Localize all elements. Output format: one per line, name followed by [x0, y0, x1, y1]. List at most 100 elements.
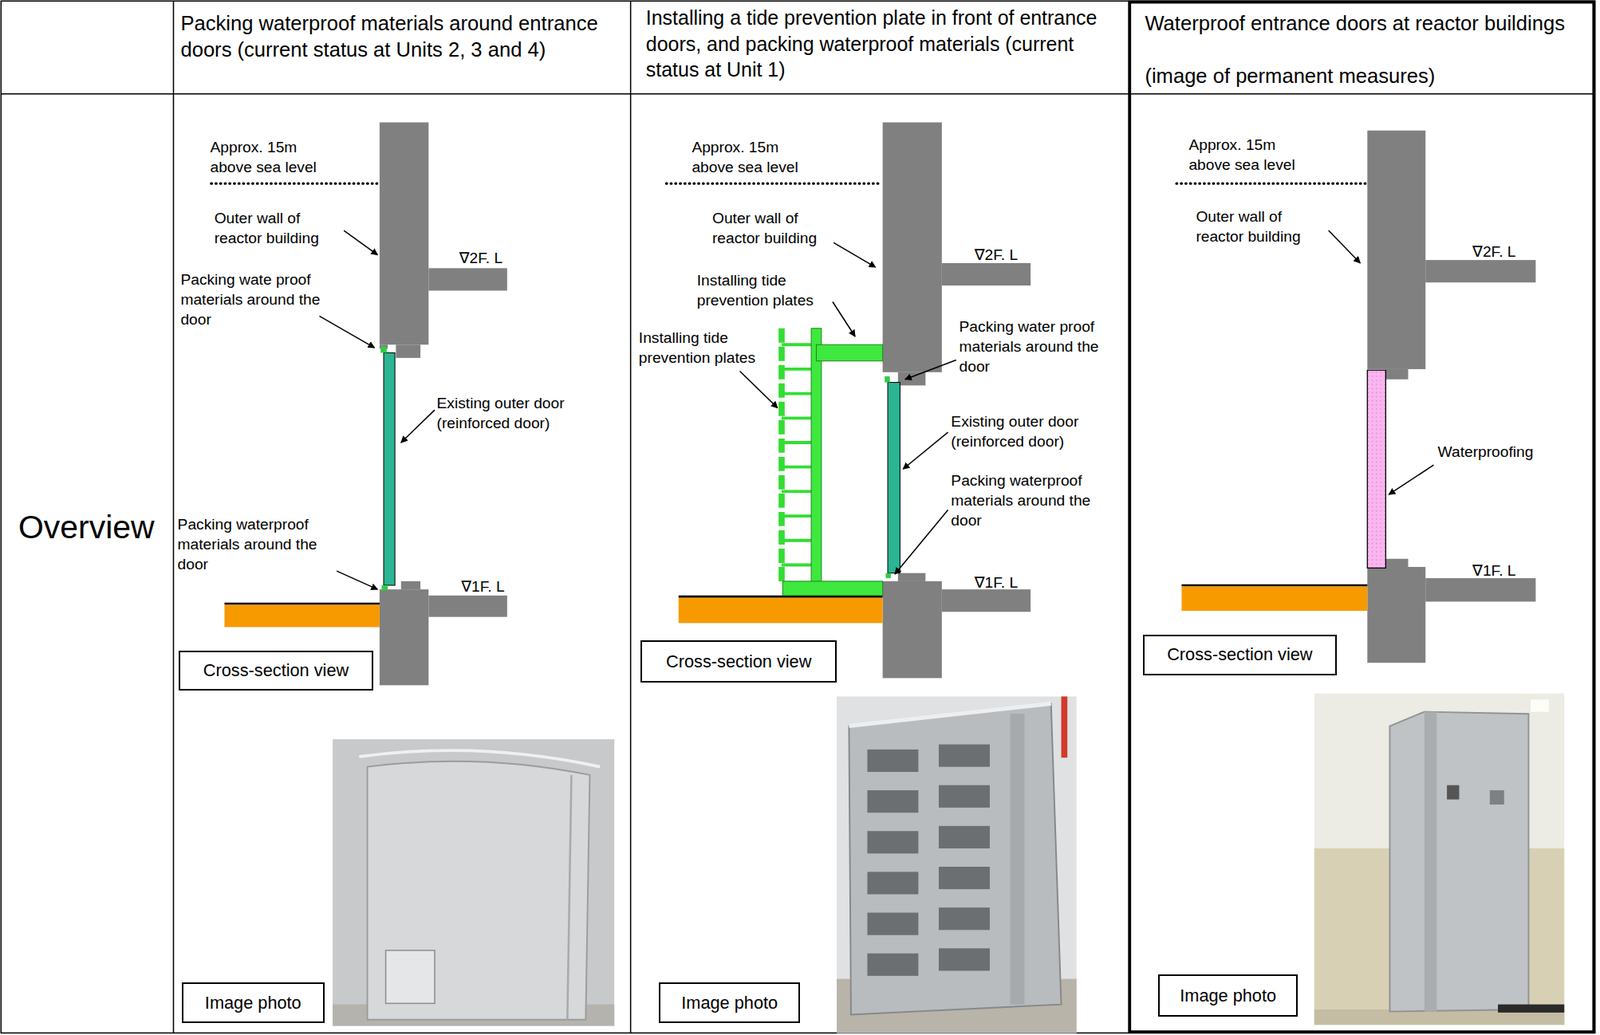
- waterproof-door: [1367, 370, 1386, 568]
- reactor-wall: [1425, 260, 1536, 283]
- leader-line: [1328, 230, 1361, 264]
- sea-level-line: [1176, 183, 1366, 185]
- photo: [1497, 1004, 1565, 1013]
- leader-line: [319, 230, 435, 590]
- table-grid: [173, 0, 175, 1033]
- reactor-wall: [941, 589, 1031, 612]
- caption-box: Cross-section view: [1142, 634, 1337, 676]
- callout-label: Approx. 15m above sea level: [210, 137, 332, 178]
- tide-prevention-plate: [781, 367, 812, 371]
- photo: [358, 750, 600, 768]
- photo: [866, 953, 919, 977]
- photo: [938, 866, 990, 890]
- column-header: Packing waterproof materials around entr…: [180, 10, 619, 64]
- reactor-wall: [1367, 130, 1426, 370]
- reactor-wall: [379, 122, 429, 345]
- photo: [1489, 790, 1505, 805]
- photo: [836, 696, 1077, 1033]
- table-grid: [0, 93, 1595, 95]
- tide-prevention-plate: [781, 465, 812, 469]
- tide-prevention-plate: [781, 416, 812, 420]
- outer-door: [884, 376, 900, 579]
- outer-door: [884, 376, 890, 383]
- tide-prevention-plate: [778, 328, 785, 582]
- row-header: Overview: [18, 506, 155, 549]
- photo: [332, 739, 615, 1026]
- outer-door: [885, 573, 891, 579]
- reactor-wall: [1367, 130, 1536, 664]
- callout-label: Packing waterproof materials around the …: [177, 515, 342, 576]
- callout-label: Approx. 15m above sea level: [1188, 135, 1309, 176]
- level-marker: ∇1F. L: [1472, 561, 1516, 582]
- photo: [1530, 699, 1549, 712]
- callout-label: Approx. 15m above sea level: [691, 137, 812, 178]
- tide-prevention-plate: [782, 581, 883, 596]
- leader-line: [319, 315, 375, 348]
- caption-text: Image photo: [204, 993, 302, 1014]
- table-grid: [630, 0, 632, 1033]
- photo: [938, 826, 990, 849]
- tide-prevention-plate: [815, 344, 883, 361]
- ground: [678, 597, 883, 623]
- photo: [866, 913, 919, 936]
- photo: [567, 775, 572, 1021]
- photo: [938, 785, 990, 808]
- outer-door: [383, 352, 395, 586]
- photo: [938, 948, 990, 971]
- photo: [386, 950, 435, 1004]
- level-marker: ∇2F. L: [974, 245, 1018, 266]
- reactor-wall: [898, 372, 927, 387]
- callout-label: Packing wate proof materials around the …: [180, 270, 344, 331]
- caption-text: Image photo: [681, 993, 778, 1014]
- caption-text: Cross-section view: [203, 660, 349, 682]
- tide-prevention-plate: [811, 328, 822, 584]
- level-marker: ∇2F. L: [459, 248, 503, 269]
- reactor-wall: [1385, 369, 1408, 380]
- leader-line: [740, 370, 778, 408]
- caption-text: Cross-section view: [666, 651, 812, 673]
- caption-box: Image photo: [658, 982, 800, 1024]
- caption-text: Image photo: [1179, 985, 1277, 1007]
- leader-line: [336, 571, 378, 590]
- outer-door: [380, 346, 395, 592]
- column-header: Waterproof entrance doors at reactor bui…: [1144, 10, 1584, 37]
- leader-line: [343, 230, 378, 256]
- caption-box: Cross-section view: [640, 640, 837, 682]
- sea-level-line: [1176, 182, 1366, 186]
- leader-line: [832, 302, 856, 337]
- caption-box: Cross-section view: [178, 650, 374, 691]
- reactor-wall: [401, 581, 421, 590]
- ground: [1181, 586, 1368, 611]
- level-marker: ∇2F. L: [1472, 242, 1516, 263]
- reactor-wall: [1425, 578, 1536, 602]
- photo: [866, 790, 919, 813]
- callout-label: Existing outer door (reinforced door): [950, 412, 1115, 453]
- callout-label: Outer wall of reactor building: [1195, 207, 1319, 248]
- callout-label: Packing water proof materials around the…: [959, 317, 1124, 378]
- reactor-wall: [428, 595, 508, 618]
- photo: [332, 739, 615, 1026]
- photo: [866, 749, 919, 773]
- tide-prevention-plate: [781, 392, 812, 396]
- tide-prevention-plate: [781, 342, 812, 347]
- tide-prevention-plate: [781, 539, 812, 543]
- column-header: Installing a tide prevention plate in fr…: [646, 4, 1124, 83]
- reactor-wall: [882, 122, 1032, 678]
- caption-box: Image photo: [181, 982, 325, 1024]
- reactor-wall: [395, 344, 421, 359]
- photo: [866, 871, 919, 895]
- photo: [836, 696, 1077, 1033]
- level-marker: ∇1F. L: [461, 577, 505, 598]
- callout-label: Installing tide prevention plates: [638, 328, 777, 369]
- tide-prevention-plate: [781, 328, 883, 596]
- photo: [938, 744, 990, 768]
- leader-line: [1328, 230, 1435, 495]
- column-header: (image of permanent measures): [1144, 63, 1584, 90]
- ground: [1181, 584, 1368, 588]
- sea-level-line: [211, 182, 379, 186]
- photo: [848, 703, 1061, 1015]
- sea-level-line: [666, 183, 879, 185]
